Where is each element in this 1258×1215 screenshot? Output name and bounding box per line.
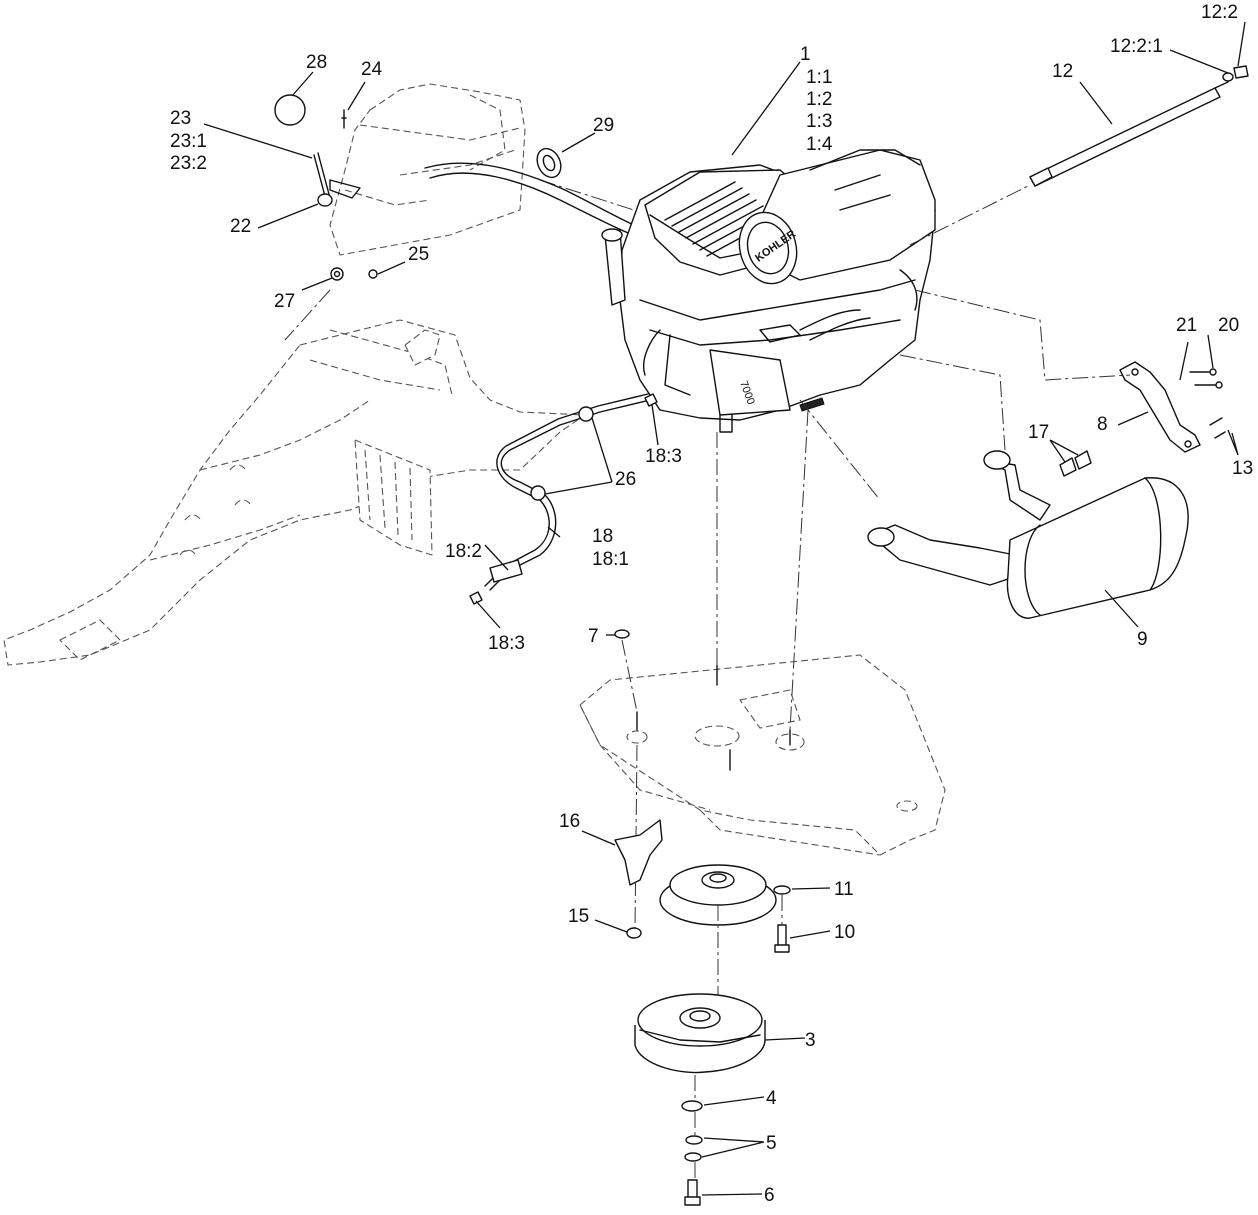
clamp-18-3-lower [469, 591, 483, 605]
callout-21: 21 [1176, 315, 1197, 336]
callout-3: 3 [805, 1030, 816, 1051]
bolt-7 [614, 629, 630, 639]
callout-15: 15 [568, 906, 589, 927]
callout-26: 26 [615, 469, 636, 490]
bolt-10 [774, 924, 790, 953]
callout-12-2: 12:2 [1201, 2, 1238, 23]
throttle-cables [424, 147, 646, 239]
callout-27: 27 [274, 291, 295, 312]
callout-11: 11 [834, 879, 854, 900]
washer-11 [773, 885, 791, 895]
callout-1-2: 1:2 [806, 89, 832, 110]
frame-ghost [3, 83, 641, 666]
callout-1-3: 1:3 [806, 111, 832, 132]
clutch-3 [634, 993, 766, 1074]
callout-4: 4 [766, 1088, 777, 1109]
callout-5: 5 [766, 1133, 777, 1154]
nut-25 [368, 269, 378, 279]
throttle-lever-parts [274, 94, 378, 281]
callout-18-1: 18:1 [592, 549, 629, 570]
clamp-26a [578, 406, 594, 422]
callout-20: 20 [1218, 315, 1239, 336]
nut-15 [626, 927, 642, 939]
callout-25: 25 [408, 244, 429, 265]
callout-29: 29 [593, 115, 614, 136]
grommet-29 [536, 147, 562, 179]
callout-23-1: 23:1 [170, 131, 207, 152]
washer-4 [681, 1100, 703, 1112]
clamp-18-3-upper [644, 393, 658, 407]
muffler-9 [867, 450, 1189, 619]
callout-1-1: 1:1 [806, 67, 832, 88]
callout-18-3-upper: 18:3 [645, 446, 682, 467]
callout-23-2: 23:2 [170, 153, 207, 174]
callout-1: 1 [800, 44, 811, 65]
callout-18-2: 18:2 [445, 541, 482, 562]
callout-16: 16 [559, 811, 580, 832]
callout-9: 9 [1137, 629, 1148, 650]
callout-1-4: 1:4 [806, 134, 833, 155]
callout-22: 22 [230, 216, 251, 237]
callout-24: 24 [361, 59, 383, 80]
callout-13: 13 [1232, 458, 1253, 479]
pulley [659, 864, 777, 926]
washer-5b [684, 1152, 702, 1162]
clamp-26b [530, 485, 546, 501]
dipstick-tube-12 [909, 65, 1249, 246]
callout-7: 7 [588, 626, 599, 647]
callout-12: 12 [1052, 61, 1073, 82]
callout-17: 17 [1028, 422, 1049, 443]
bracket-16 [614, 819, 663, 886]
bolt-6 [684, 1179, 701, 1206]
callout-12-2-1: 12:2:1 [1110, 36, 1163, 57]
callout-18: 18 [592, 526, 613, 547]
knob-28 [274, 94, 306, 126]
callout-labels: 1 1:1 1:2 1:3 1:4 3 4 5 6 7 8 9 10 11 12… [170, 2, 1253, 1206]
leader-lines [203, 21, 1246, 1196]
engine-nameplate [709, 349, 791, 416]
callout-10: 10 [834, 922, 855, 943]
muffler-bracket-8 [799, 289, 1226, 501]
fuel-line-18 [469, 393, 658, 605]
callout-8: 8 [1097, 414, 1108, 435]
callout-23: 23 [170, 108, 191, 129]
nut-27 [330, 267, 344, 281]
mount-plate-ghost [579, 409, 946, 931]
washer-5a [685, 1135, 703, 1145]
callout-6: 6 [764, 1185, 775, 1206]
callout-28: 28 [306, 52, 327, 73]
engine-assembly: KOHLER 7000 [601, 149, 936, 433]
spring-22 [317, 193, 333, 207]
callout-18-3-lower: 18:3 [488, 633, 525, 654]
